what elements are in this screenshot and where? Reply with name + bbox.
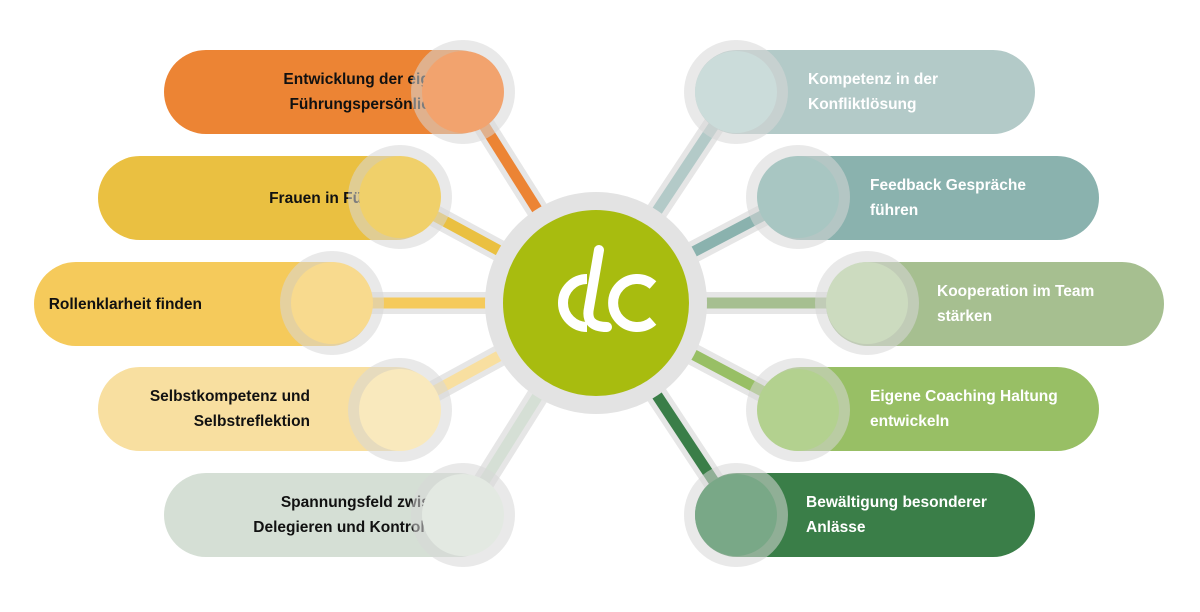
topic-label: Feedback Gespräche führen: [870, 177, 1026, 219]
logo-d-stem: [583, 245, 612, 332]
dc-logo-icon: [558, 245, 657, 332]
topic-label: Bewältigung besonderer Anlässe: [806, 494, 987, 536]
node-circle-spannungsfeld: [422, 474, 504, 556]
node-circle-selbstkompetenz: [359, 369, 441, 451]
logo-c: [608, 274, 657, 332]
node-circle-rollenklarheit: [291, 262, 373, 344]
topic-label: Eigene Coaching Haltung entwickeln: [870, 388, 1058, 430]
topic-label: Selbstkompetenz und Selbstreflektion: [149, 388, 310, 430]
node-circle-kooperation: [826, 262, 908, 344]
topic-label: Kompetenz in der Konfliktlösung: [808, 71, 939, 113]
topic-label: Rollenklarheit finden: [48, 295, 202, 313]
node-circle-fuehrungspersoenlichkeit: [422, 51, 504, 133]
center-hub[interactable]: [503, 210, 689, 396]
node-circle-frauen-in-fuehrung: [359, 156, 441, 238]
node-circle-konfliktloesung: [695, 51, 777, 133]
node-circle-anlaesse: [695, 474, 777, 556]
logo-d-bowl: [558, 274, 588, 332]
topic-label: Kooperation im Team stärken: [937, 283, 1095, 325]
node-circle-coaching-haltung: [757, 369, 839, 451]
node-circle-feedback: [757, 156, 839, 238]
